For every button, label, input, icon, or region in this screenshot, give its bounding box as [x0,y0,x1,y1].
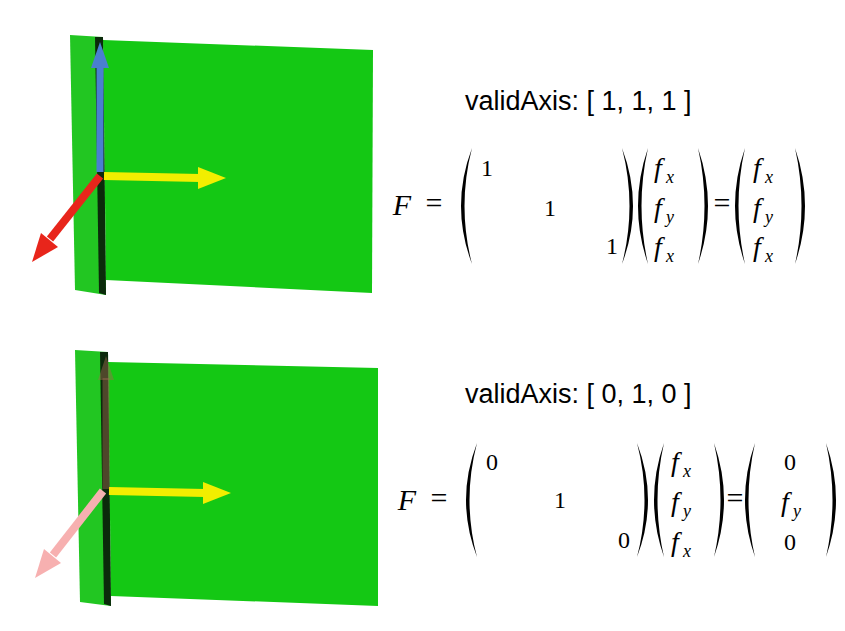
matrix-paren [622,148,633,264]
equals-sign: = [727,483,744,513]
subscript: x [666,168,674,186]
subscript: x [765,168,773,186]
vector-paren [795,148,805,264]
matrix-paren [466,443,477,557]
green-plate [103,40,373,293]
subscript: y [666,208,674,226]
x-axis-head [32,233,58,262]
vector-entry: f [753,194,761,222]
vector-paren [745,443,755,557]
vector-entry: f [753,233,761,261]
vector-paren [698,148,708,264]
vector-entry: f [654,233,662,261]
z-axis-arrow [97,66,104,172]
disabled-x-axis-head [35,549,61,578]
vector-paren [714,443,724,557]
vector-paren [654,443,664,557]
z-axis-head [91,42,109,68]
y-axis-head [198,167,226,189]
matrix-paren [461,148,472,264]
disabled-z-axis-arrow [103,378,110,489]
matrix-entry: 0 [618,528,630,552]
subscript: x [765,247,773,265]
equals-sign: = [431,483,448,513]
subscript: y [683,502,691,520]
subscript: x [683,542,691,560]
disabled-x-axis-arrow [53,491,103,555]
matrix-entry: 1 [554,488,566,512]
subscript: x [683,462,691,480]
y-axis-arrow [104,176,200,178]
vector-entry: f [671,448,679,476]
equals-sign: = [714,188,731,218]
vector-entry: f [654,194,662,222]
vector-entry: f [671,528,679,556]
math-symbol: F [393,190,411,220]
matrix-entry: 1 [481,156,493,180]
matrix-entry: 0 [784,530,796,554]
heading-text: validAxis: [ 0, 1, 0 ] [465,381,692,408]
math-symbol: F [398,485,416,515]
matrix-entry: 1 [606,234,618,258]
subscript: y [793,502,801,520]
disabled-z-axis-head [98,356,114,380]
equals-sign: = [426,188,443,218]
matrix-paren [637,443,648,557]
y-axis-head [203,482,231,504]
vector-paren [638,148,648,264]
vector-entry: f [671,488,679,516]
subscript: x [666,247,674,265]
vector-entry: f [781,488,789,516]
plate-edge-shadow [95,37,106,295]
plate-edge [70,35,106,295]
vector-paren [826,443,836,557]
plate-edge-shadow [100,352,111,606]
heading-text: validAxis: [ 1, 1, 1 ] [465,88,692,115]
green-plate [108,362,378,606]
subscript: y [765,208,773,226]
matrix-entry: 0 [784,450,796,474]
vector-entry: f [753,154,761,182]
vector-paren [735,148,745,264]
x-axis-arrow [50,176,100,239]
matrix-entry: 0 [486,450,498,474]
y-axis-arrow [109,491,205,493]
vector-entry: f [654,154,662,182]
matrix-entry: 1 [544,196,556,220]
plate-edge [75,350,111,606]
